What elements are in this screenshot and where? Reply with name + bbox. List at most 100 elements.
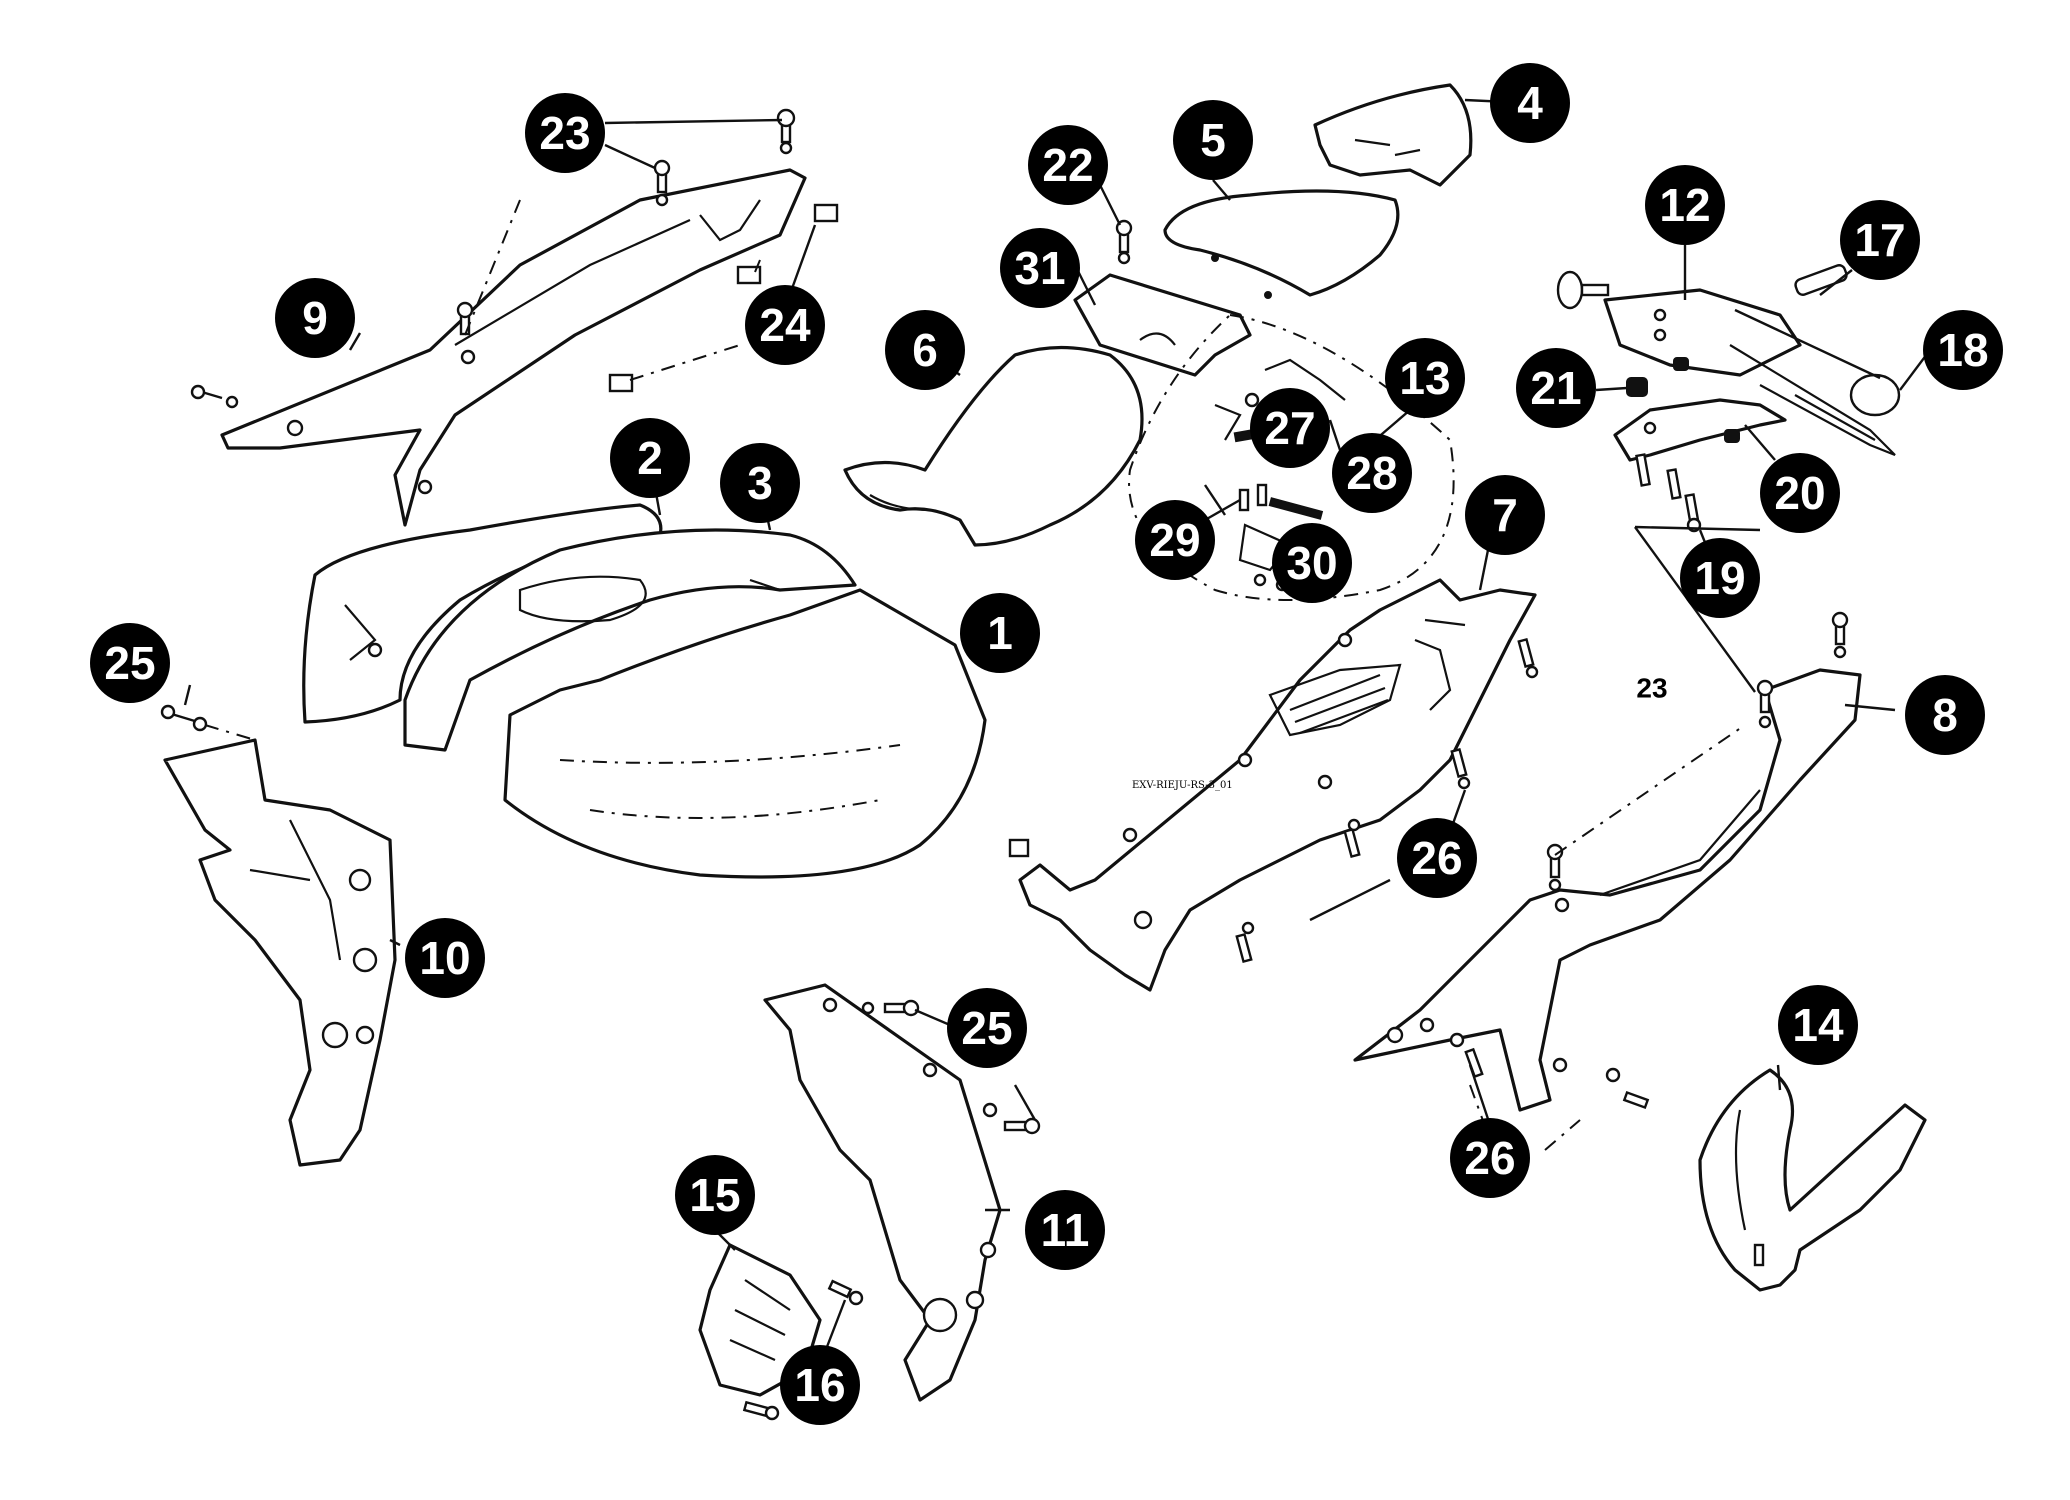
svg-text:31: 31 <box>1014 242 1065 294</box>
callout-4: 4 <box>1490 63 1570 143</box>
screw-icon <box>1115 219 1133 265</box>
svg-text:30: 30 <box>1286 537 1337 589</box>
callout-28: 28 <box>1332 433 1412 513</box>
part-1-tank-body <box>503 588 987 879</box>
bolt-icon <box>1635 453 1702 533</box>
clip-nut-icon <box>1008 838 1030 858</box>
part-15-guard <box>698 1243 822 1397</box>
callout-26-upper: 26 <box>1397 818 1477 898</box>
svg-text:23: 23 <box>539 107 590 159</box>
callout-5: 5 <box>1173 100 1253 180</box>
svg-text:25: 25 <box>104 637 155 689</box>
callout-23: 23 <box>525 93 605 173</box>
clip-nut-icon <box>608 203 839 393</box>
svg-text:24: 24 <box>759 299 811 351</box>
part-20-plate-bracket <box>1613 398 1787 462</box>
callout-26-lower: 26 <box>1450 1118 1530 1198</box>
svg-text:28: 28 <box>1346 447 1397 499</box>
screw-icon <box>653 159 671 207</box>
part-7-rear-undertray <box>1018 578 1537 992</box>
reflector-icon <box>1849 373 1901 417</box>
callout-22: 22 <box>1028 125 1108 205</box>
screw-icon <box>456 301 474 336</box>
callout-11: 11 <box>1025 1190 1105 1270</box>
svg-text:1: 1 <box>987 607 1013 659</box>
part-9-left-side-panel <box>190 108 839 527</box>
part-3-tank-top <box>403 528 857 752</box>
drawing-code: EXV-RIEJU-RS-3_01 <box>1132 780 1233 791</box>
callout-25-left: 25 <box>90 623 170 703</box>
callout-8: 8 <box>1905 675 1985 755</box>
svg-text:20: 20 <box>1774 467 1825 519</box>
callout-25-center: 25 <box>947 988 1027 1068</box>
svg-text:12: 12 <box>1659 179 1710 231</box>
reflector-icon <box>1794 264 1848 296</box>
svg-text:27: 27 <box>1264 402 1315 454</box>
screw-icon <box>1235 637 1539 964</box>
svg-text:17: 17 <box>1854 214 1905 266</box>
part-14-hugger <box>1698 1068 1927 1292</box>
svg-text:4: 4 <box>1517 77 1543 129</box>
svg-text:25: 25 <box>961 1002 1012 1054</box>
callout-15: 15 <box>675 1155 755 1235</box>
callout-14: 14 <box>1778 985 1858 1065</box>
bolt-icon <box>1556 270 1610 310</box>
svg-text:16: 16 <box>794 1359 845 1411</box>
nut-icon <box>1626 357 1740 443</box>
callout-29: 29 <box>1135 500 1215 580</box>
screw-icon <box>160 704 256 741</box>
screw-icon <box>861 999 920 1017</box>
part-12-bracket <box>1603 288 1896 457</box>
callout-18: 18 <box>1923 310 2003 390</box>
svg-text:8: 8 <box>1932 689 1958 741</box>
callout-9: 9 <box>275 278 355 358</box>
svg-text:2: 2 <box>637 432 663 484</box>
callout-17: 17 <box>1840 200 1920 280</box>
svg-text:26: 26 <box>1464 1132 1515 1184</box>
callout-10: 10 <box>405 918 485 998</box>
svg-text:9: 9 <box>302 292 328 344</box>
svg-text:10: 10 <box>419 932 470 984</box>
callout-16: 16 <box>780 1345 860 1425</box>
part-6-rider-seat <box>843 345 1144 547</box>
callout-6: 6 <box>885 310 965 390</box>
part-10-frame-cover <box>163 738 397 1167</box>
part-8-right-side-panel <box>1353 668 1862 1112</box>
callout-2: 2 <box>610 418 690 498</box>
svg-text:18: 18 <box>1937 324 1988 376</box>
svg-text:29: 29 <box>1149 514 1200 566</box>
callout-12: 12 <box>1645 165 1725 245</box>
callout-24: 24 <box>745 285 825 365</box>
callout-20: 20 <box>1760 453 1840 533</box>
svg-text:26: 26 <box>1411 832 1462 884</box>
callout-1: 1 <box>960 593 1040 673</box>
part-31-bracket-plate <box>1073 273 1252 377</box>
plain-label-23: 23 <box>1636 673 1667 704</box>
screw-icon <box>982 1102 1041 1135</box>
svg-text:23: 23 <box>1636 673 1667 704</box>
callout-27: 27 <box>1250 388 1330 468</box>
svg-text:11: 11 <box>1041 1204 1090 1256</box>
svg-text:3: 3 <box>747 457 773 509</box>
svg-text:21: 21 <box>1530 362 1581 414</box>
screw-icon <box>742 1279 864 1421</box>
screw-icon <box>1546 611 1849 892</box>
svg-text:15: 15 <box>689 1169 740 1221</box>
callout-7: 7 <box>1465 475 1545 555</box>
svg-text:14: 14 <box>1792 999 1844 1051</box>
svg-text:5: 5 <box>1200 114 1226 166</box>
svg-text:19: 19 <box>1694 552 1745 604</box>
callout-3: 3 <box>720 443 800 523</box>
svg-text:22: 22 <box>1042 139 1093 191</box>
svg-text:6: 6 <box>912 324 938 376</box>
callout-21: 21 <box>1516 348 1596 428</box>
screw-icon <box>1419 1017 1650 1110</box>
callout-13: 13 <box>1385 338 1465 418</box>
svg-text:7: 7 <box>1492 489 1518 541</box>
part-5-pillion-seat <box>1163 189 1400 299</box>
callout-30: 30 <box>1272 523 1352 603</box>
callout-31: 31 <box>1000 228 1080 308</box>
callout-19: 19 <box>1680 538 1760 618</box>
part-4-tail-cowl <box>1313 83 1473 187</box>
